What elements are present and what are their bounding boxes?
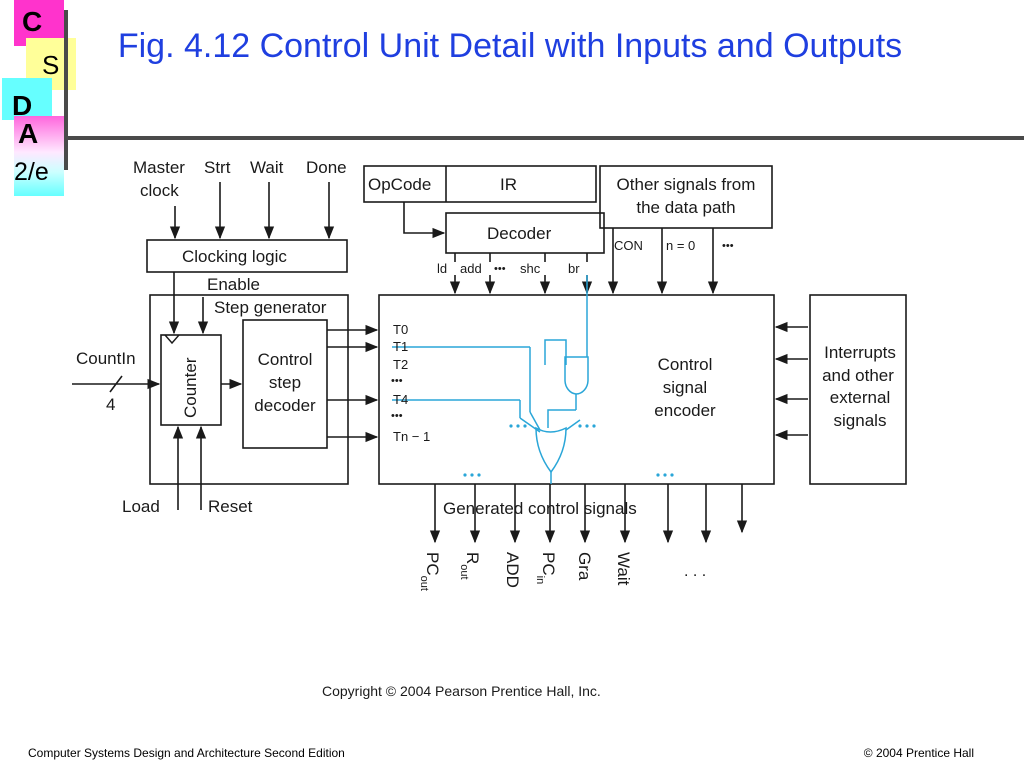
decoder-box [445,212,605,254]
logo-gradient-square [14,116,64,196]
logo-cyan-square [2,78,52,120]
label-encoder-2: signal [663,378,707,397]
label-control-step-1: Control [258,350,313,369]
label-clock: clock [140,181,179,200]
label-ir: IR [500,175,517,194]
label-counter: Counter [181,357,200,418]
label-control-step-2: step [269,373,301,392]
logo-letter-c: C [22,6,43,37]
label-control-step-3: decoder [254,396,316,415]
label-dots-other: ••• [722,240,734,252]
label-encoder-1: Control [658,355,713,374]
label-t0: T0 [393,322,408,337]
control-signal-encoder-box [378,294,775,485]
label-output-dots: . . . [684,563,706,580]
label-dots-t-1: ••• [391,375,403,387]
label-t1: T1 [393,339,408,354]
label-br: br [568,261,580,276]
label-encoder-3: encoder [654,401,716,420]
label-interrupts-2: and other [822,366,894,385]
label-con: CON [614,238,643,253]
title-rule [66,136,1024,140]
label-rout: Rout [458,552,482,580]
and-gate [564,356,589,395]
label-reset: Reset [208,497,253,516]
label-pcout: PCout [418,552,442,591]
ir-register [363,165,597,203]
label-dots-t-2: ••• [391,410,403,422]
label-opcode: OpCode [368,175,431,194]
label-clocking-logic: Clocking logic [182,247,287,266]
label-add-output: ADD [503,552,522,588]
logo-letter-s: S [42,50,60,80]
step-generator-box [149,294,349,485]
label-interrupts-4: signals [834,411,887,430]
logo-edition: 2/e [14,158,49,186]
label-shc: shc [520,261,541,276]
label-strt: Strt [204,158,231,177]
label-pcin: PCin [534,552,558,584]
label-enable: Enable [207,275,260,294]
label-gra: Gra [575,552,594,581]
other-signals-box [599,165,773,229]
label-other-signals-1: Other signals from [617,175,756,194]
label-count-width: 4 [106,395,115,414]
label-wait-input: Wait [250,158,284,177]
label-add: add [460,261,482,276]
label-master: Master [133,158,185,177]
clocking-logic-box [146,239,348,273]
counter-box [160,334,222,426]
label-done: Done [306,158,347,177]
label-step-generator: Step generator [214,298,327,317]
slide-title: Fig. 4.12 Control Unit Detail with Input… [117,27,903,65]
label-generated: Generated control signals [443,499,637,518]
footer-right: © 2004 Prentice Hall [863,746,974,760]
label-wait-output: Wait [614,552,633,586]
label-interrupts-1: Interrupts [824,343,896,362]
footer-left: Computer Systems Design and Architecture… [28,746,345,760]
vertical-rule [64,10,68,170]
copyright-line: Copyright © 2004 Pearson Prentice Hall, … [322,683,601,699]
label-t4: T4 [393,392,408,407]
label-tn1: Tn − 1 [393,429,430,444]
label-load: Load [122,497,160,516]
label-interrupts-3: external [830,388,890,407]
logo-letter-d: D [12,90,33,121]
logo-letter-a: A [18,118,39,149]
label-other-signals-2: the data path [636,198,735,217]
or-gate [535,426,567,474]
label-n-eq-0: n = 0 [666,238,695,253]
interrupts-box [809,294,907,485]
control-step-decoder-box [242,319,328,449]
label-t2: T2 [393,357,408,372]
label-dots-decoder: ••• [494,263,506,275]
label-ld: ld [437,261,447,276]
label-countin: CountIn [76,349,136,368]
label-decoder: Decoder [487,224,552,243]
